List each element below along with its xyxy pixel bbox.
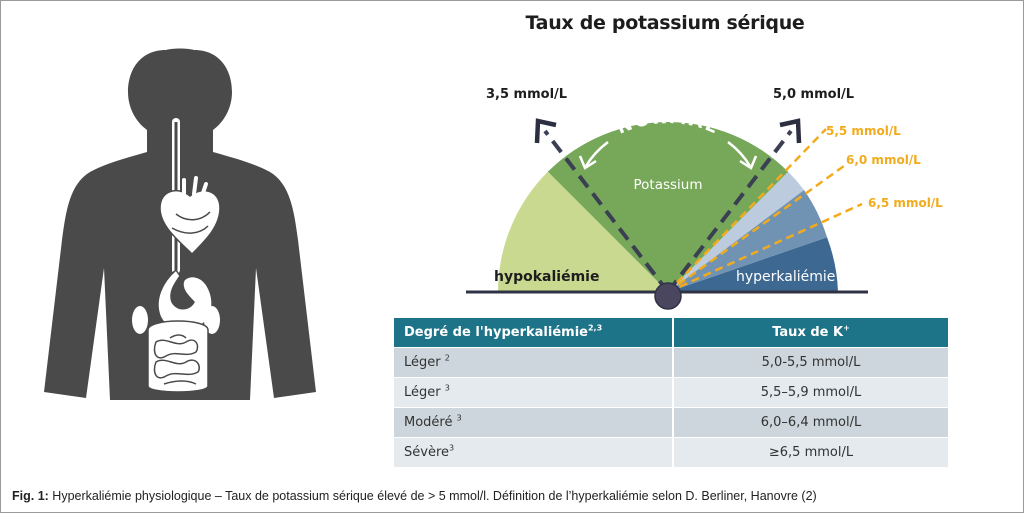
human-body-silhouette — [44, 48, 316, 400]
value-cell: ≥6,5 mmol/L — [673, 437, 948, 467]
low-threshold-line — [543, 129, 670, 294]
normal-zone — [547, 122, 789, 292]
hypo-zone — [498, 171, 668, 292]
hyper-label: hyperkaliémie — [736, 269, 835, 285]
potassium-gauge: NORMAL Potassium hypokaliémie hyperkalié… — [466, 87, 943, 310]
level-label-6-0: 6,0 mmol/L — [846, 153, 921, 167]
value-cell: 5,0-5,5 mmol/L — [673, 347, 948, 378]
needle-6-5 — [667, 202, 863, 294]
potassium-label: Potassium — [633, 177, 702, 193]
needle-6-0 — [667, 164, 845, 294]
stomach-icon — [157, 268, 213, 331]
grade-cell: Léger 3 — [394, 377, 674, 408]
high-threshold-label: 5,0 mmol/L — [773, 87, 854, 102]
intestines-icon — [147, 320, 209, 393]
gauge-hub — [654, 282, 682, 310]
level-label-6-5: 6,5 mmol/L — [868, 196, 943, 210]
hyper-zone-mid — [668, 190, 827, 292]
grade-cell: Léger 2 — [394, 347, 674, 378]
table-row: Sévère3 ≥6,5 mmol/L — [394, 437, 948, 467]
hypo-label: hypokaliémie — [494, 269, 599, 285]
grade-cell: Sévère3 — [394, 437, 674, 467]
hyperkalemia-table: Degré de l'hyperkaliémie2,3 Taux de K+ L… — [394, 318, 948, 467]
low-arrow-icon — [534, 118, 557, 144]
diagram-title: Taux de potassium sérique — [525, 12, 805, 34]
heart-icon — [159, 189, 221, 256]
table-header-row: Degré de l'hyperkaliémie2,3 Taux de K+ — [394, 318, 948, 348]
high-threshold-line — [666, 129, 793, 294]
table-row: Modéré 3 6,0–6,4 mmol/L — [394, 407, 948, 438]
left-curved-arrow-icon — [584, 141, 609, 167]
table-row: Léger 2 5,0-5,5 mmol/L — [394, 347, 948, 378]
value-cell: 6,0–6,4 mmol/L — [673, 407, 948, 438]
high-arrow-icon — [779, 118, 802, 144]
value-cell: 5,5–5,9 mmol/L — [673, 377, 948, 408]
table-header-value: Taux de K+ — [673, 318, 948, 348]
level-label-5-5: 5,5 mmol/L — [826, 124, 901, 138]
grade-cell: Modéré 3 — [394, 407, 674, 438]
hyper-zone-light — [668, 171, 804, 292]
table-header-grade: Degré de l'hyperkaliémie2,3 — [394, 318, 674, 348]
left-kidney-icon — [132, 306, 148, 334]
low-threshold-label: 3,5 mmol/L — [486, 87, 567, 102]
hyper-zone-dark — [668, 237, 838, 292]
needle-5-5 — [667, 128, 827, 293]
table-row: Léger 3 5,5–5,9 mmol/L — [394, 377, 948, 408]
right-kidney-icon — [204, 306, 220, 334]
figure-caption: Fig. 1: Hyperkaliémie physiologique – Ta… — [12, 489, 817, 503]
right-curved-arrow-icon — [727, 141, 752, 167]
